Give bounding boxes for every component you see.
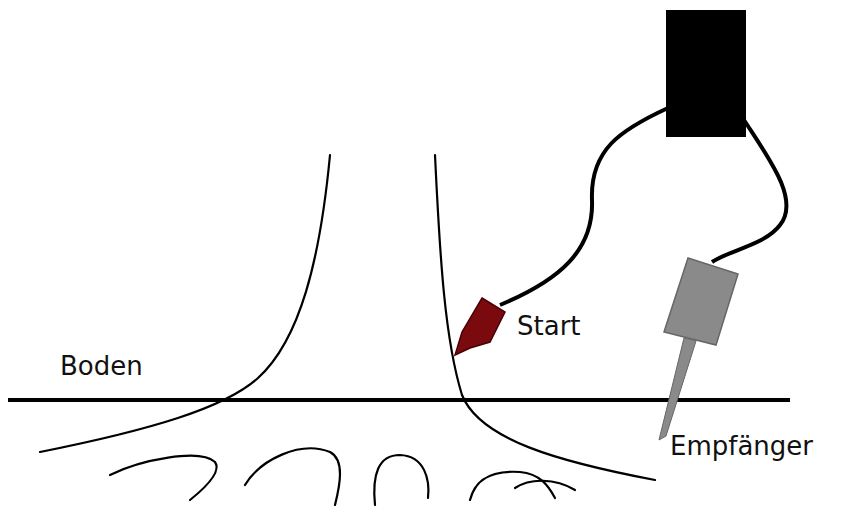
start-sensor (455, 298, 505, 355)
receiver-label: Empfänger (668, 432, 815, 462)
receiver-pin (659, 338, 696, 440)
tree-trunk (40, 155, 655, 480)
receiver-cable (712, 120, 787, 262)
start-label: Start (515, 312, 583, 342)
measuring-device (666, 10, 746, 137)
receiver-probe (664, 258, 738, 345)
ground-label: Boden (58, 352, 145, 382)
tree-roots (110, 448, 575, 505)
start-cable (500, 108, 668, 305)
